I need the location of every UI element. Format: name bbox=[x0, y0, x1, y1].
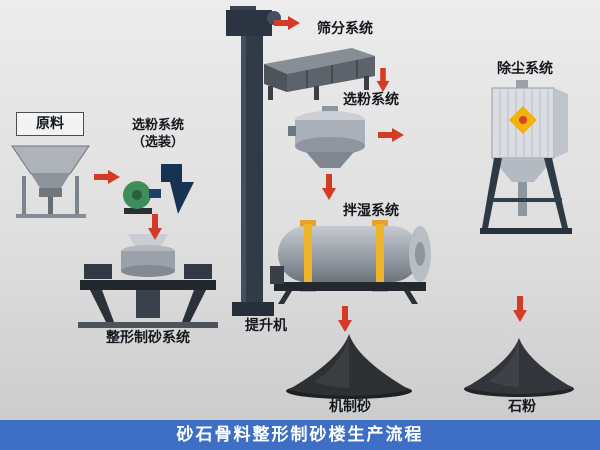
bucket-elevator-icon bbox=[226, 6, 281, 316]
arrow-classifier-to-wetmix bbox=[322, 174, 336, 200]
arrow-classifier-to-crusher bbox=[148, 214, 162, 240]
wet-mixing-drum-icon bbox=[270, 220, 431, 304]
shaping-crusher-icon bbox=[78, 234, 218, 328]
label-optional-classifier-sub: （选装） bbox=[131, 134, 184, 150]
label-classifier: 选粉系统 bbox=[343, 92, 399, 108]
label-optional-classifier: 选粉系统 （选装） bbox=[110, 118, 206, 152]
hopper-feeder-icon bbox=[11, 145, 90, 218]
label-dust-removal: 除尘系统 bbox=[497, 61, 553, 77]
label-shaping-system: 整形制砂系统 bbox=[106, 330, 190, 346]
label-stone-powder: 石粉 bbox=[508, 399, 536, 415]
banner-title: 砂石骨料整形制砂楼生产流程 bbox=[0, 420, 600, 450]
label-screening: 筛分系统 bbox=[317, 21, 373, 37]
arrow-elevator-to-screening bbox=[274, 16, 300, 30]
dust-collector-icon bbox=[480, 80, 572, 234]
label-machine-sand: 机制砂 bbox=[329, 399, 371, 415]
label-raw-material: 原料 bbox=[16, 112, 84, 137]
label-wet-mixing: 拌湿系统 bbox=[343, 203, 399, 219]
stone-powder-pile-icon bbox=[464, 338, 574, 397]
arrow-wetmix-to-sand bbox=[338, 306, 352, 332]
arrow-screening-to-classifier bbox=[376, 68, 390, 92]
screening-machine-icon bbox=[264, 48, 375, 100]
label-elevator: 提升机 bbox=[245, 318, 287, 334]
classifier-machine-icon bbox=[288, 106, 365, 168]
arrow-classifier-to-dust bbox=[378, 128, 404, 142]
arrow-dust-to-powder bbox=[513, 296, 527, 322]
label-optional-classifier-main: 选粉系统 bbox=[131, 118, 184, 133]
machine-sand-pile-icon bbox=[286, 334, 412, 399]
arrow-raw-to-classifier bbox=[94, 170, 120, 184]
optional-classifier-icon bbox=[123, 164, 194, 214]
